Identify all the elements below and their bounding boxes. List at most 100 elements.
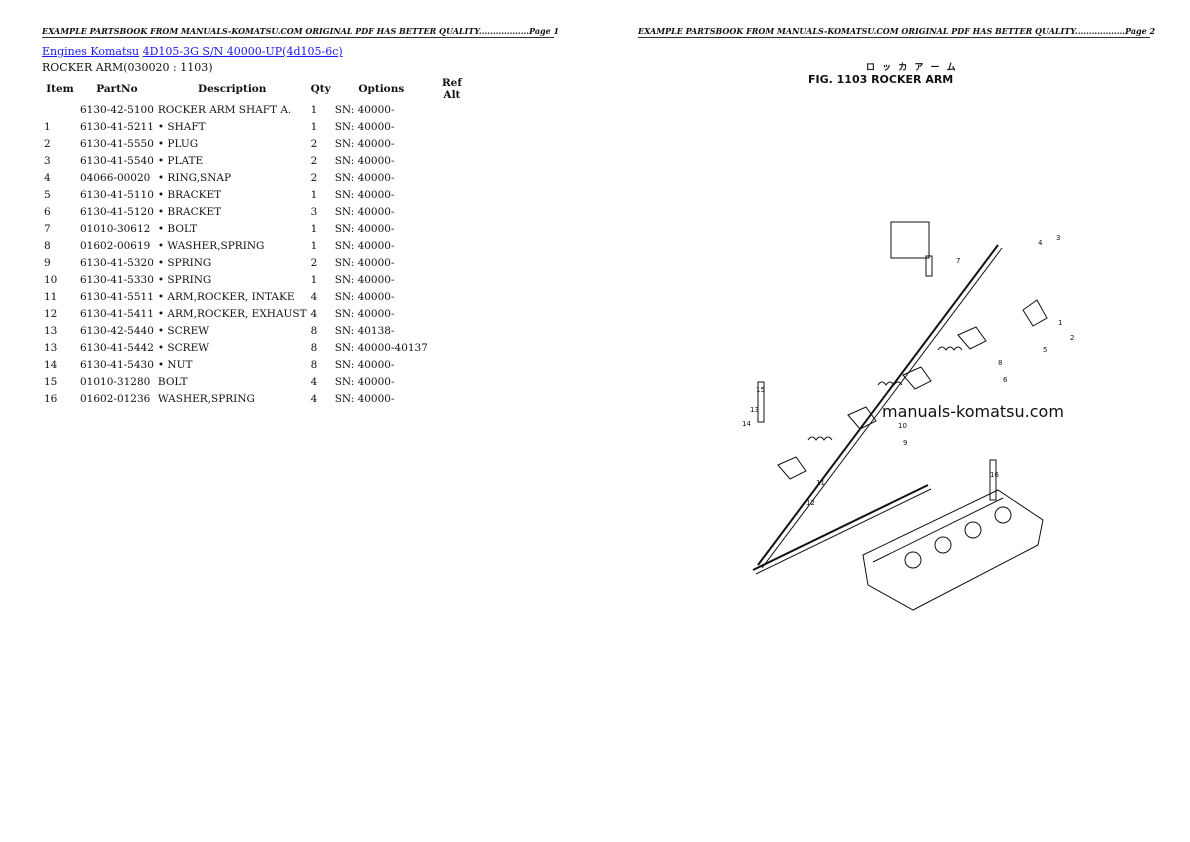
cell-description: • SPRING: [157, 273, 212, 286]
cell-options: SN: 40000-40137: [334, 341, 428, 354]
cell-item: [42, 101, 78, 118]
cell-description: • PLATE: [157, 154, 204, 167]
cell-ref-alt: [430, 254, 474, 271]
cell-ref-alt: [430, 203, 474, 220]
cell-partno: 01010-31280: [80, 375, 151, 388]
cell-qty: 4: [310, 392, 318, 405]
cell-description: • NUT: [157, 358, 193, 371]
cell-options: SN: 40000-: [334, 171, 395, 184]
cell-qty: 1: [310, 188, 318, 201]
callout-number: 10: [898, 422, 907, 430]
figure-title-english: FIG. 1103 ROCKER ARM: [808, 73, 954, 86]
lower-shaft-line: [755, 488, 932, 575]
cell-options: SN: 40000-: [334, 188, 395, 201]
spring-shape: [877, 381, 903, 386]
rocker-arm-shape: [777, 456, 807, 480]
callout-number: 2: [1070, 334, 1074, 342]
bolt-shape: [925, 255, 933, 277]
cell-qty: 2: [310, 154, 318, 167]
cell-ref-alt: [430, 339, 474, 356]
cell-ref-alt: [430, 169, 474, 186]
inset-box: [890, 221, 930, 259]
rocker-arm-shape: [847, 406, 877, 430]
breadcrumb-link-engines[interactable]: Engines Komatsu: [42, 45, 140, 58]
cell-qty: 8: [310, 341, 318, 354]
cell-ref-alt: [430, 152, 474, 169]
cell-item: 8: [44, 239, 51, 252]
cell-options: SN: 40000-: [334, 222, 395, 235]
cell-item: 10: [44, 273, 58, 286]
callout-number: 16: [990, 471, 999, 479]
cell-qty: 2: [310, 171, 318, 184]
cell-description: BOLT: [157, 375, 188, 388]
cell-description: ROCKER ARM SHAFT A.: [157, 103, 292, 116]
rocker-arm-shape: [902, 366, 932, 390]
cylinder-head-port: [994, 506, 1012, 524]
rocker-shaft-line: [757, 244, 999, 566]
callout-number: 4: [1038, 239, 1043, 247]
cell-ref-alt: [430, 271, 474, 288]
cell-options: SN: 40000-: [334, 137, 395, 150]
cell-options: SN: 40000-: [334, 205, 395, 218]
cell-description: • RING,SNAP: [157, 171, 232, 184]
diagram-page: EXAMPLE PARTSBOOK FROM MANUALS-KOMATSU.C…: [638, 0, 1155, 842]
watermark: manuals-komatsu.com: [882, 402, 1064, 421]
cell-qty: 2: [310, 256, 318, 269]
cell-qty: 4: [310, 290, 318, 303]
callout-number: 15: [756, 386, 765, 394]
cell-qty: 8: [310, 324, 318, 337]
cell-partno: 6130-42-5100: [80, 103, 154, 116]
cell-item: 1: [44, 120, 51, 133]
callout-number: 5: [1043, 346, 1047, 354]
cell-item: 3: [44, 154, 51, 167]
cell-ref-alt: [430, 186, 474, 203]
callout-number: 11: [816, 479, 825, 487]
cell-ref-alt: [430, 288, 474, 305]
column-header-ref-alt: Ref Alt: [441, 77, 462, 101]
breadcrumb: Engines Komatsu 4D105-3G S/N 40000-UP(4d…: [42, 45, 343, 58]
cell-ref-alt: [430, 305, 474, 322]
column-header-options: Options: [358, 83, 405, 95]
page-header: EXAMPLE PARTSBOOK FROM MANUALS-KOMATSU.C…: [42, 26, 560, 38]
cell-options: SN: 40138-: [334, 324, 395, 337]
cell-qty: 1: [310, 222, 318, 235]
cell-description: • SCREW: [157, 341, 210, 354]
lower-shaft-line: [752, 484, 929, 571]
cell-partno: 6130-42-5440: [80, 324, 154, 337]
cell-description: • PLUG: [157, 137, 199, 150]
cylinder-head-outline: [862, 489, 1044, 611]
callout-number: 7: [956, 257, 960, 265]
cell-description: • SPRING: [157, 256, 212, 269]
figure-title: ロ ッ カ ア ー ム FIG. 1103 ROCKER ARM: [808, 62, 958, 86]
cell-options: SN: 40000-: [334, 103, 395, 116]
cell-description: • SCREW: [157, 324, 210, 337]
cell-options: SN: 40000-: [334, 120, 395, 133]
cylinder-head-edge: [872, 497, 1004, 563]
cell-options: SN: 40000-: [334, 290, 395, 303]
breadcrumb-link-model[interactable]: 4D105-3G S/N 40000-UP(4d105-6c): [142, 45, 343, 58]
cell-item: 15: [44, 375, 58, 388]
callout-number: 1: [1058, 319, 1062, 327]
cell-description: • BOLT: [157, 222, 198, 235]
callout-number: 6: [1003, 376, 1008, 384]
cell-partno: 6130-41-5540: [80, 154, 154, 167]
table-row: 3 6130-41-5540• PLATE 2 SN: 40000-: [42, 152, 474, 169]
column-header-item: Item: [46, 83, 74, 95]
cell-item: 6: [44, 205, 51, 218]
cell-qty: 1: [310, 120, 318, 133]
cell-options: SN: 40000-: [334, 256, 395, 269]
cell-options: SN: 40000-: [334, 154, 395, 167]
cell-description: • WASHER,SPRING: [157, 239, 265, 252]
cylinder-head-port: [964, 521, 982, 539]
cell-item: 2: [44, 137, 51, 150]
callout-number: 8: [998, 359, 1002, 367]
